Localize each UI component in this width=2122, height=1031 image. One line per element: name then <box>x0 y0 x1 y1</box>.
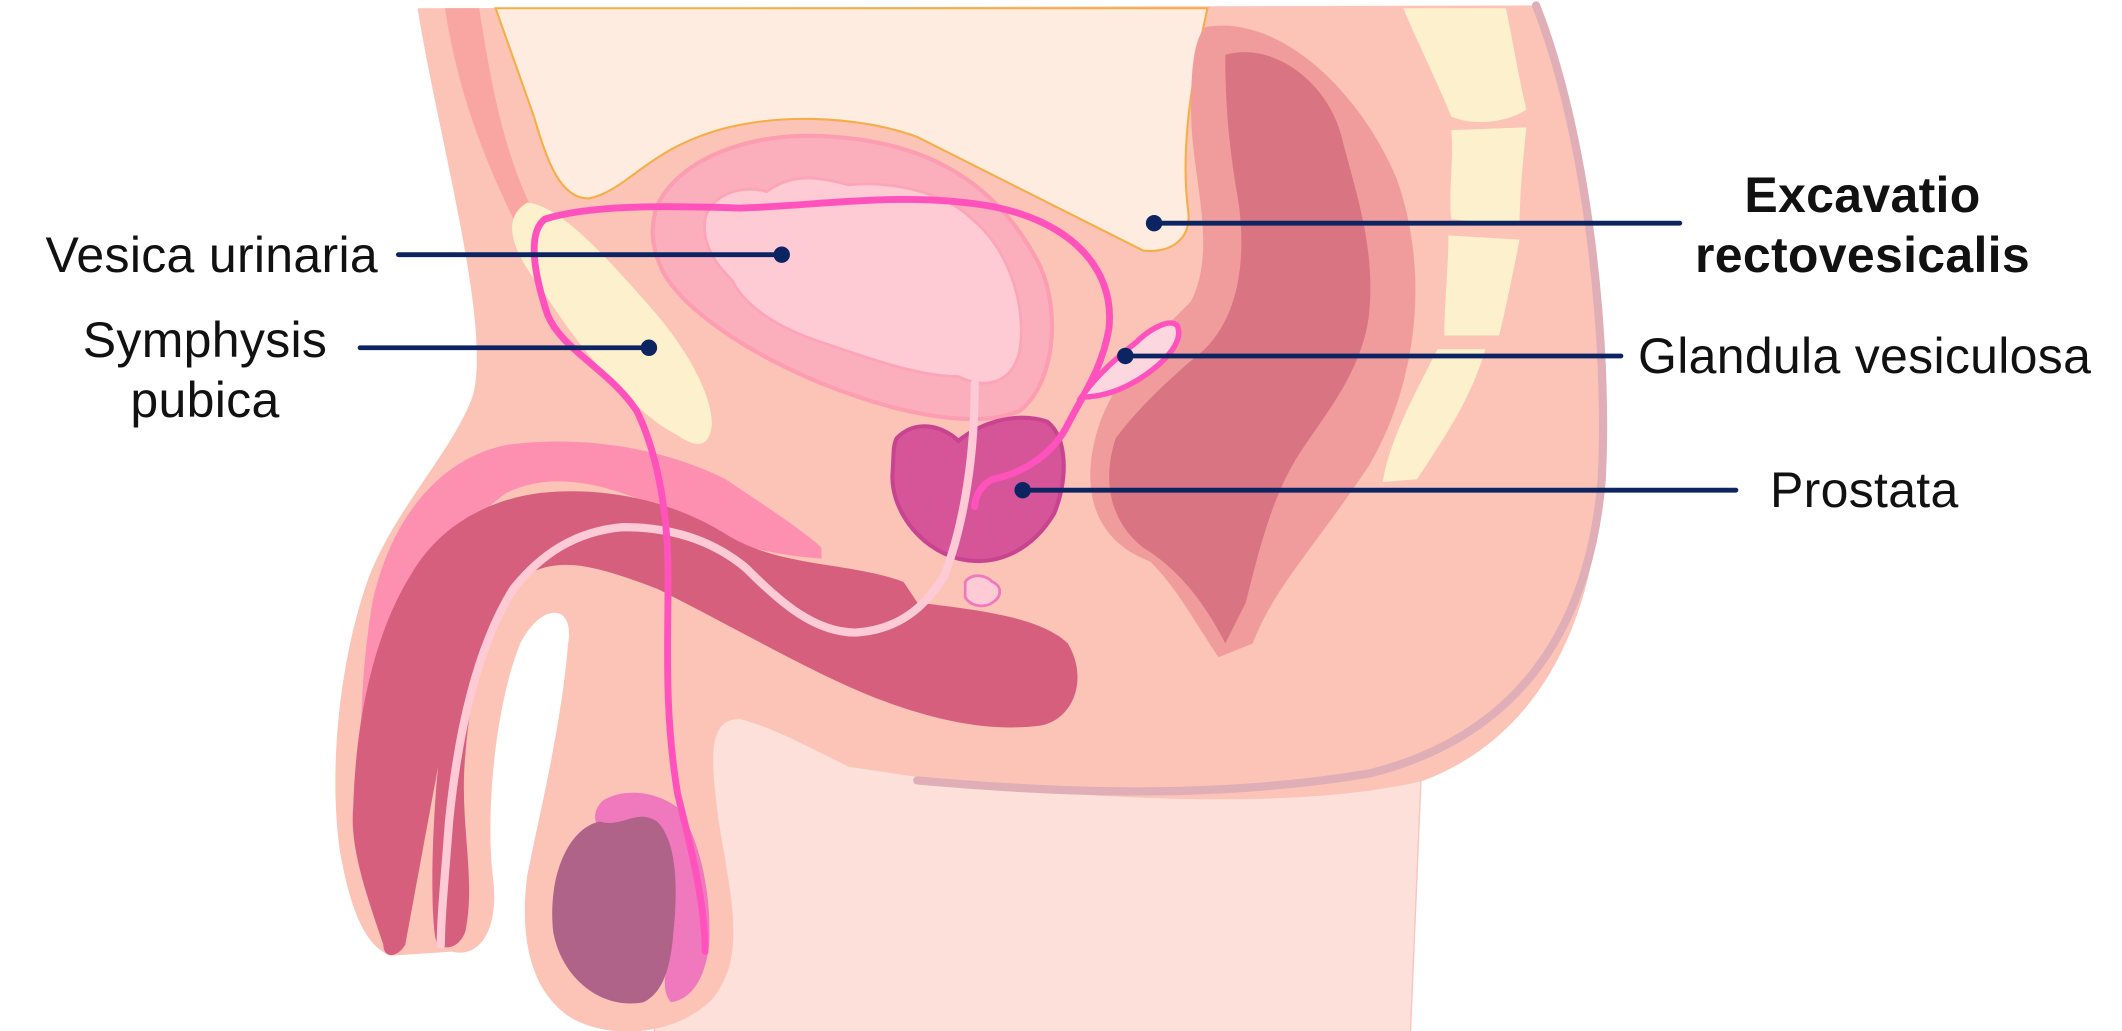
sacrum-vertebrae <box>1382 8 1527 482</box>
rectum-inner <box>1109 52 1371 644</box>
label-excavatio-line1: Excavatio <box>1744 167 1981 223</box>
leader-dot-vesica <box>773 246 790 263</box>
label-symphysis-line2: pubica <box>130 372 280 428</box>
corpus-spongiosum <box>352 491 1078 956</box>
bulbourethral-gland <box>963 574 1002 608</box>
label-excavatio-line2: rectovesicalis <box>1695 227 2030 283</box>
back-skin-edge <box>913 1 1608 796</box>
peritoneal-cavity <box>494 7 1209 252</box>
label-vesica-urinaria-text: Vesica urinaria <box>45 227 378 283</box>
vesica-urinaria-lumen <box>703 176 1023 385</box>
label-symphysis-pubica: Symphysis pubica <box>40 310 370 430</box>
leader-dot-prostata <box>1014 481 1031 499</box>
urethra <box>436 379 979 949</box>
leader-dot-symphysis <box>640 339 658 356</box>
label-prostata: Prostata <box>1770 460 1959 520</box>
symphysis-pubica-bone <box>512 202 712 444</box>
label-symphysis-line1: Symphysis <box>82 312 328 368</box>
testis <box>552 816 676 1004</box>
label-glandula-vesiculosa: Glandula vesiculosa <box>1638 326 2091 386</box>
label-excavatio-rectovesicalis: Excavatio rectovesicalis <box>1680 165 2045 285</box>
label-glandula-text: Glandula vesiculosa <box>1638 328 2092 384</box>
leader-lines <box>357 214 1739 499</box>
leader-dot-glandula <box>1117 347 1134 365</box>
abdominal-wall-muscle <box>444 8 541 233</box>
label-prostata-text: Prostata <box>1770 462 1959 518</box>
label-vesica-urinaria: Vesica urinaria <box>0 225 378 285</box>
epididymis <box>595 792 710 1003</box>
leader-dot-excavatio <box>1145 214 1163 232</box>
